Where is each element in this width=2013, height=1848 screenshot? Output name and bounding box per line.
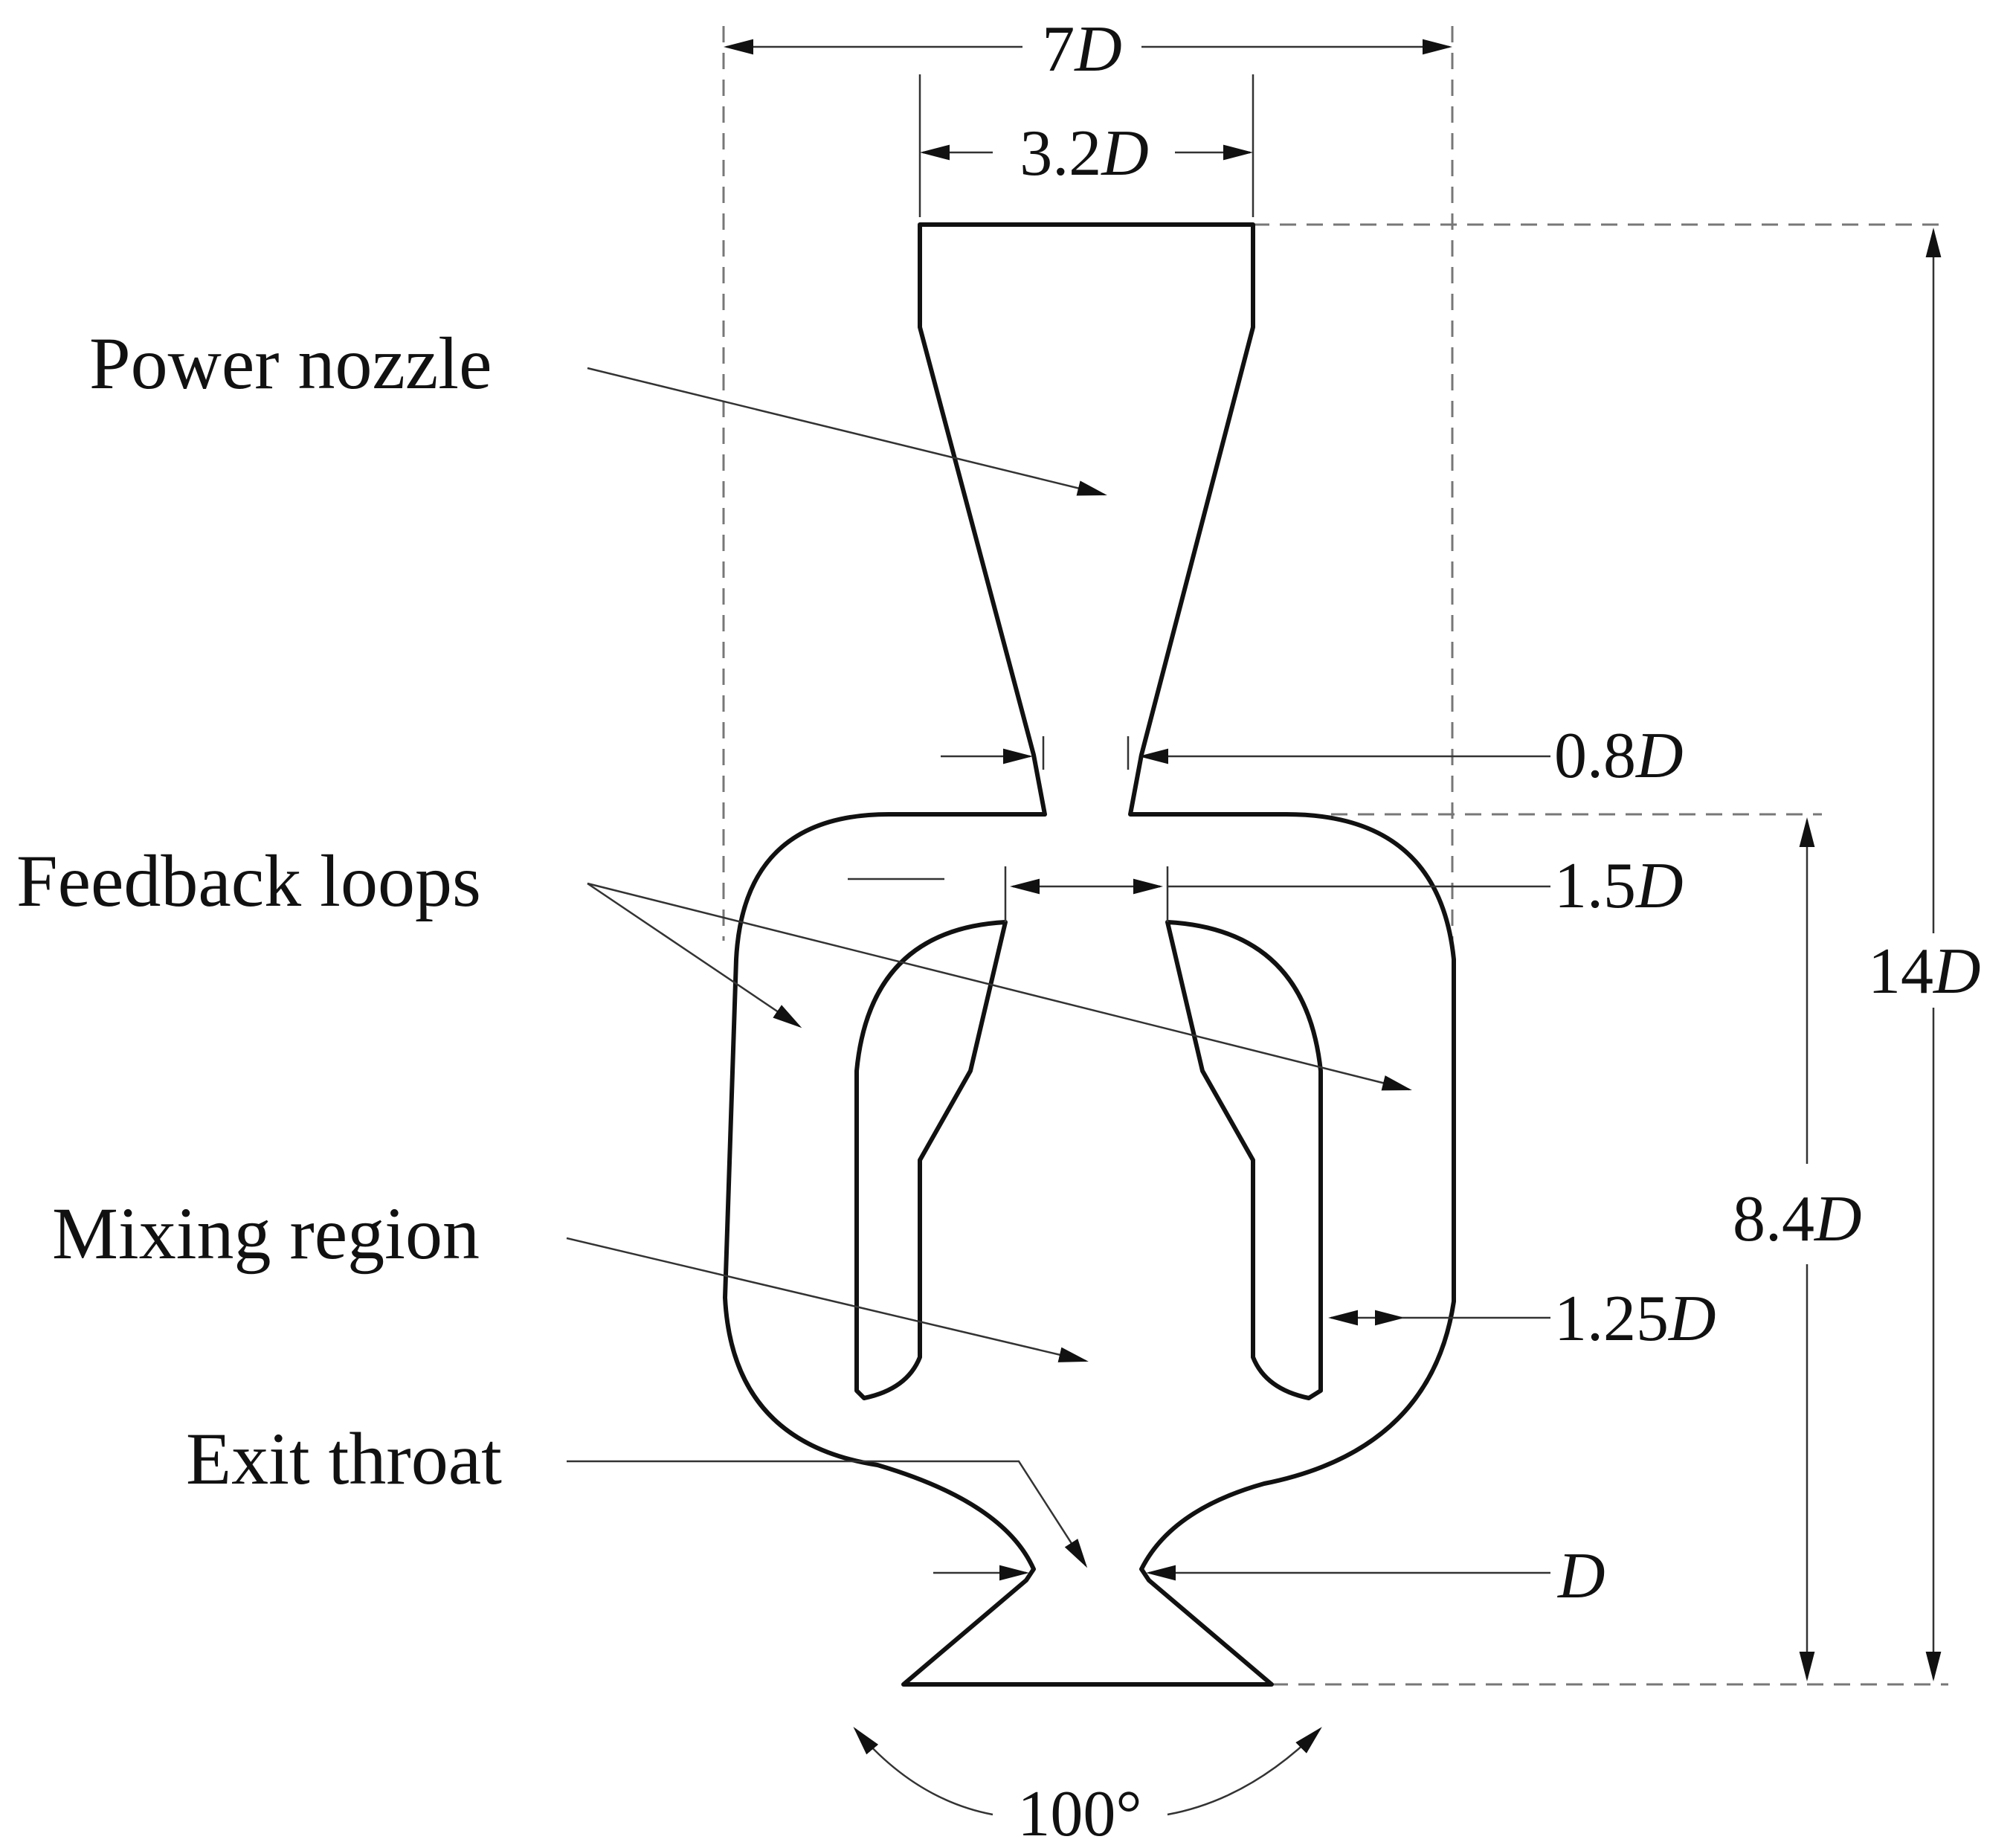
dim-text-3-2d: 3.2D <box>1020 117 1149 190</box>
dim-text-1-25d: 1.25D <box>1554 1283 1716 1355</box>
dim-text-d: D <box>1557 1540 1605 1612</box>
text-labels: Power nozzle Feedback loops Mixing regio… <box>16 13 1981 1848</box>
dim-text-14d: 14D <box>1868 936 1981 1008</box>
dim-text-1-5d: 1.5D <box>1554 850 1684 922</box>
dim-angle-right-arc <box>1167 1727 1322 1816</box>
leader-feedback-left <box>587 882 802 1028</box>
dim-text-0-8d: 0.8D <box>1554 720 1684 792</box>
oscillator-outline <box>723 222 1456 1687</box>
dimension-lines <box>724 39 1942 1816</box>
leader-power-nozzle <box>587 367 1107 496</box>
outer-wall-left <box>723 222 1456 1687</box>
leader-mixing-region <box>566 1237 1089 1362</box>
right-island <box>1165 920 1323 1400</box>
reference-lines <box>722 26 1948 1686</box>
label-exit-throat: Exit throat <box>186 1417 502 1500</box>
label-power-nozzle: Power nozzle <box>89 322 492 405</box>
dim-angle-left-arc <box>853 1726 993 1816</box>
label-leaders <box>566 367 1412 1568</box>
leader-feedback-right <box>587 882 1412 1091</box>
label-feedback-loops: Feedback loops <box>16 840 481 922</box>
dim-text-8-4d: 8.4D <box>1733 1183 1862 1255</box>
label-mixing-region: Mixing region <box>52 1192 480 1275</box>
leader-exit-throat <box>567 1460 1088 1568</box>
dim-text-angle: 100° <box>1017 1778 1141 1848</box>
dim-text-7d: 7D <box>1042 13 1122 86</box>
left-island <box>854 920 1008 1400</box>
